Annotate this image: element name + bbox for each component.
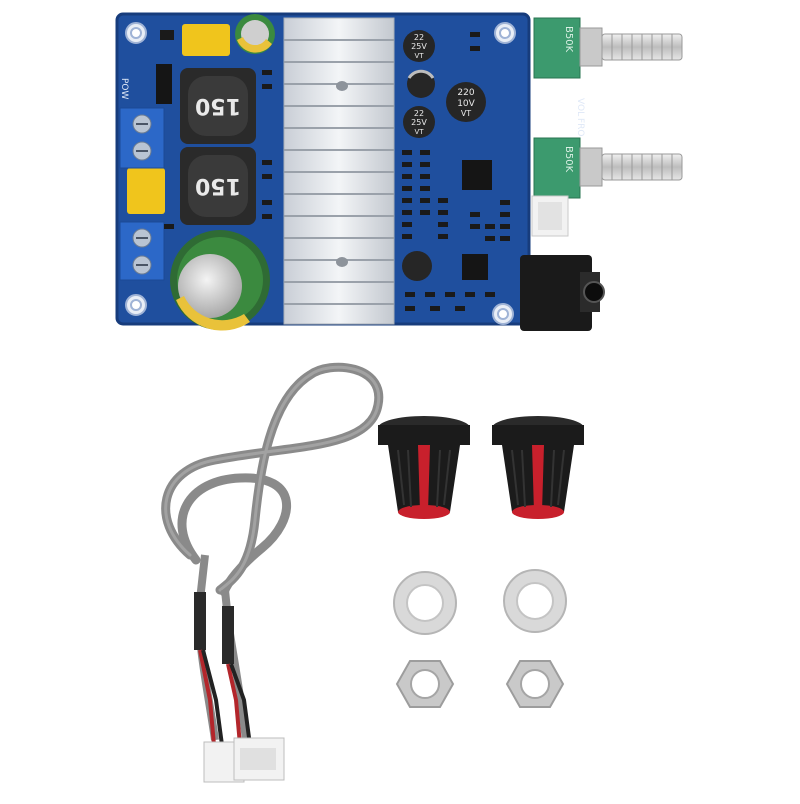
terminal-block-bottom	[119, 221, 165, 281]
ic-chip-3	[156, 64, 172, 104]
electrolytic-capacitor-large	[170, 230, 270, 331]
svg-text:220: 220	[457, 88, 474, 98]
heatsink	[283, 17, 395, 325]
knob-left	[378, 416, 470, 519]
svg-text:VT: VT	[461, 109, 471, 118]
washer-left	[393, 571, 457, 635]
amplifier-board: 150 150	[115, 12, 683, 331]
ic-chip-2	[462, 254, 488, 280]
capacitor-220uf: 220 10V VT	[446, 82, 486, 122]
hex-nut-right	[505, 660, 565, 708]
small-capacitor-22uf-top: 22 25V VT	[403, 30, 435, 62]
small-capacitor-bottom	[402, 251, 432, 281]
audio-cable	[161, 362, 384, 783]
svg-text:25V: 25V	[411, 42, 427, 51]
small-capacitor-22uf-mid: 22 25V VT	[403, 106, 435, 138]
inductor-bottom: 150	[180, 147, 256, 225]
hex-nut-left	[395, 660, 455, 708]
potentiometer-tone: B50K	[533, 137, 683, 199]
film-capacitor-left	[127, 168, 165, 214]
svg-text:25V: 25V	[411, 118, 427, 127]
pot-bottom-label: B50K	[563, 146, 574, 173]
inductor-top: 150	[180, 68, 256, 144]
silk-vol: VOL	[575, 98, 585, 116]
knob-right	[492, 416, 584, 519]
small-capacitor-top	[235, 14, 275, 54]
potentiometer-volume: B50K	[533, 17, 683, 79]
ic-chip-1	[462, 160, 492, 190]
small-capacitor-mid	[407, 69, 435, 98]
audio-jack	[520, 255, 605, 331]
svg-text:22: 22	[414, 109, 424, 118]
smd-components	[160, 30, 510, 311]
film-capacitor-top	[182, 24, 230, 56]
pot-top-label: B50K	[563, 26, 574, 53]
terminal-block-top	[119, 107, 165, 169]
svg-text:VT: VT	[414, 52, 424, 60]
mounting-holes	[125, 22, 516, 325]
washer-right	[503, 569, 567, 633]
silk-fro: FRO	[575, 118, 585, 137]
svg-text:VT: VT	[414, 128, 424, 136]
silk-pow: POW	[119, 78, 129, 100]
svg-text:10V: 10V	[457, 99, 475, 109]
svg-text:22: 22	[414, 33, 424, 42]
inductor-top-label: 150	[195, 93, 241, 118]
inductor-bottom-label: 150	[195, 173, 241, 198]
